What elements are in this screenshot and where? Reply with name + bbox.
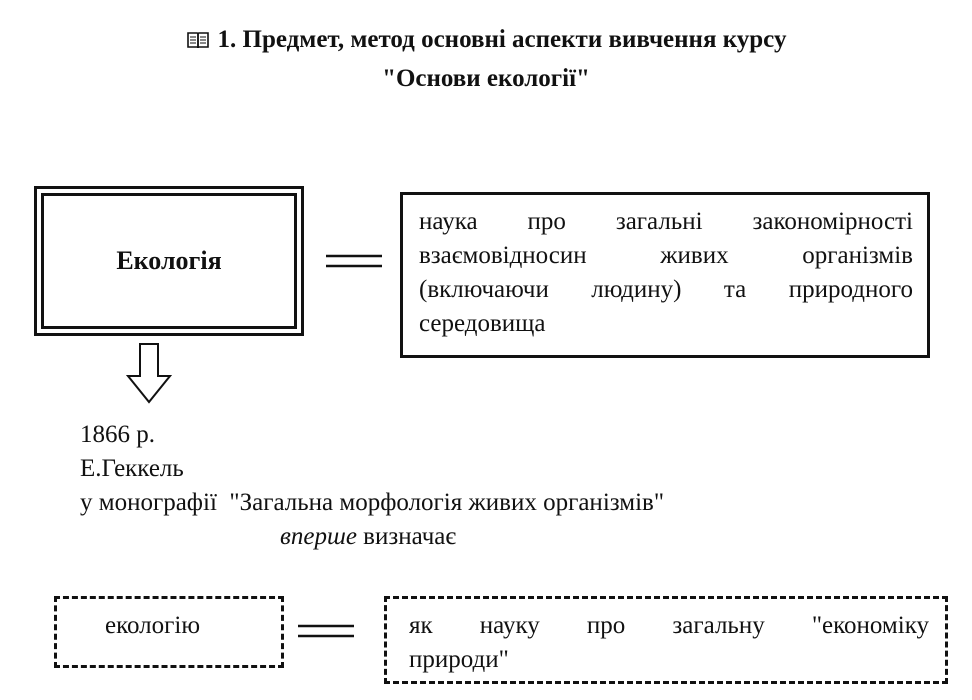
term-box: Екологія: [34, 186, 304, 336]
down-arrow-icon: [126, 342, 172, 404]
monograph-prefix: у монографії: [80, 489, 217, 516]
note-emphasis: вперше: [280, 523, 357, 550]
economy-line-2: природи": [409, 646, 509, 673]
note-defines: вперше визначає: [80, 520, 664, 554]
equals-connector: [324, 250, 384, 274]
ecology-term-label: екологію: [105, 612, 200, 639]
equals-connector-bottom: [296, 620, 356, 644]
note-author: Е.Геккель: [80, 455, 184, 482]
definition-text: наука про загальні закономірності взаємо…: [419, 208, 913, 337]
note-monograph: у монографії "Загальна морфологія живих …: [80, 486, 664, 520]
page-heading: 1. Предмет, метод основні аспекти вивчен…: [0, 22, 972, 97]
heading-line-2: "Основи екології": [382, 65, 590, 92]
history-notes: 1866 р. Е.Геккель у монографії "Загальна…: [80, 418, 664, 554]
economy-of-nature-dashed-box: як науку про загальну "економіку природи…: [384, 596, 948, 684]
book-icon: [186, 25, 210, 61]
heading-line-1: 1. Предмет, метод основні аспекти вивчен…: [0, 22, 972, 61]
monograph-title: "Загальна морфологія живих організмів": [229, 489, 665, 516]
definition-box: наука про загальні закономірності взаємо…: [400, 192, 930, 358]
term-label: Екологія: [41, 193, 297, 329]
note-verb: визначає: [363, 523, 457, 550]
heading-title: 1. Предмет, метод основні аспекти вивчен…: [217, 26, 787, 53]
ecology-term-dashed-box: екологію: [54, 596, 284, 668]
note-year: 1866 р.: [80, 421, 155, 448]
economy-line-1: як науку про загальну "економіку: [409, 612, 929, 639]
